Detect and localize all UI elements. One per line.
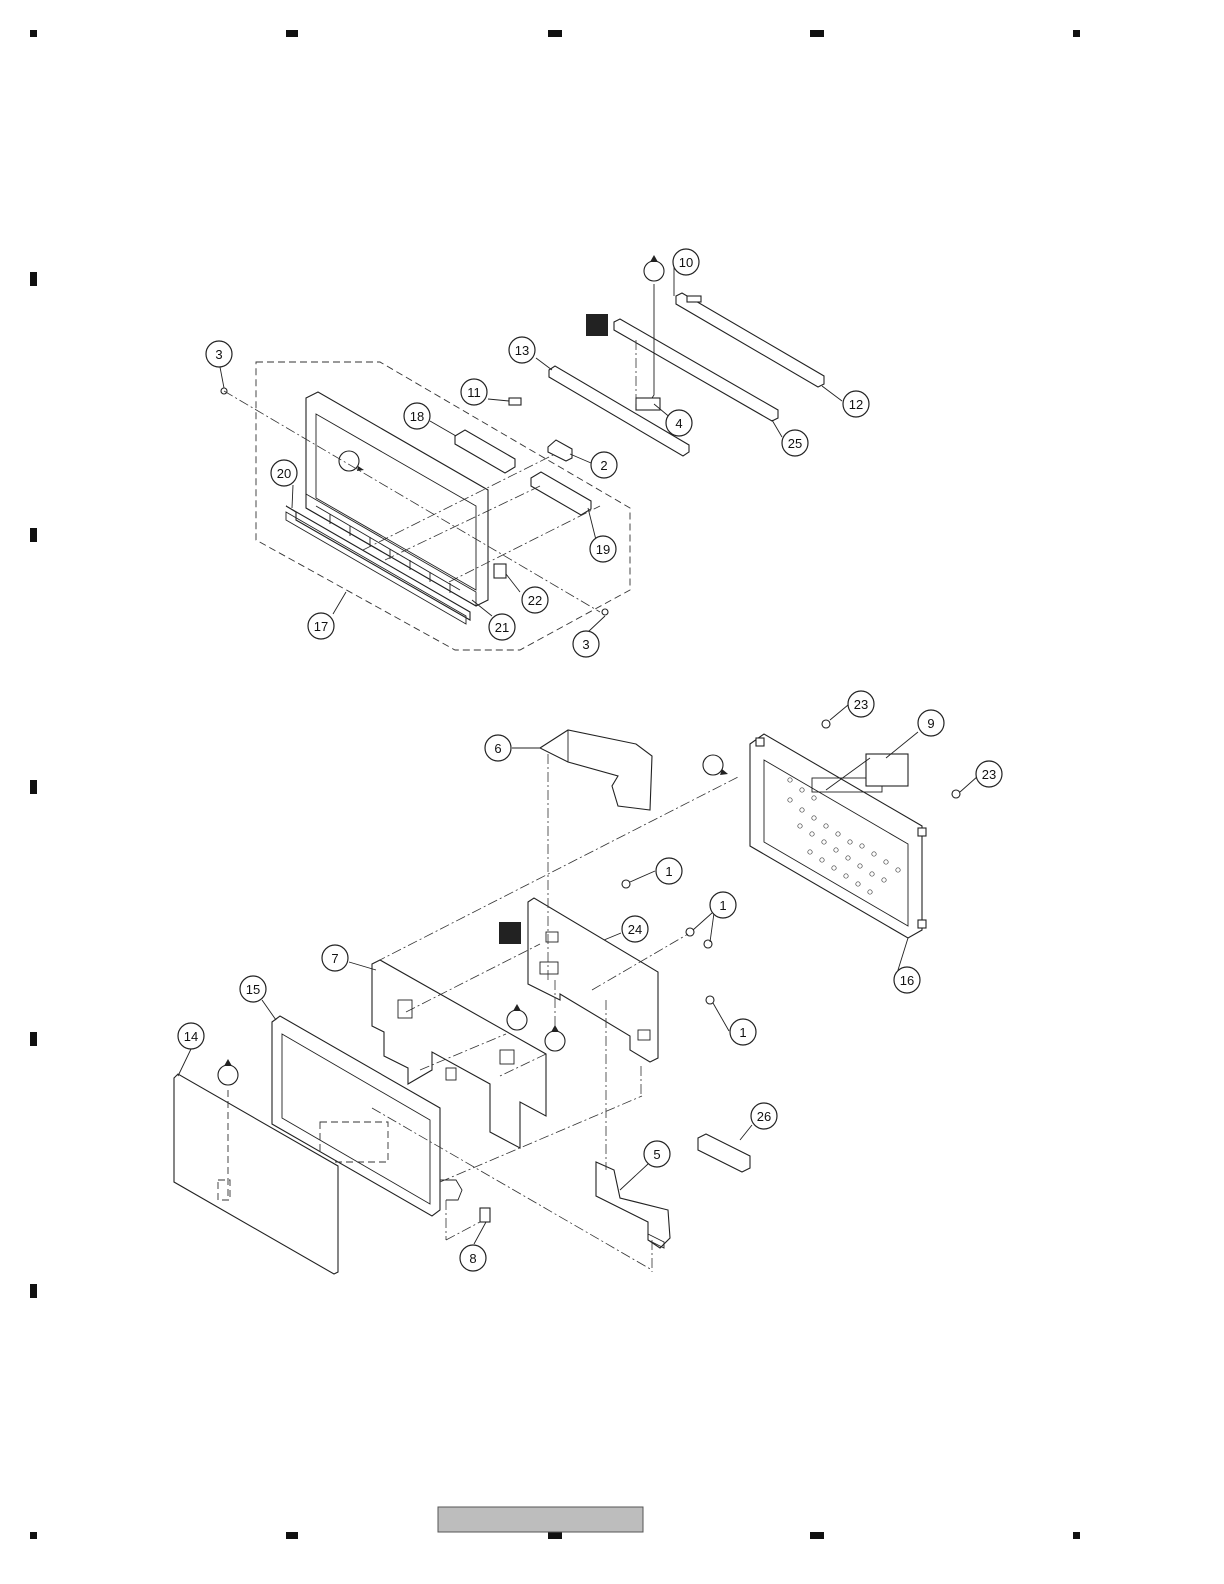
callout-3b: 3 [573, 631, 599, 657]
callout-label: 6 [494, 741, 501, 756]
flex-cable-5 [596, 1162, 670, 1248]
screw-23-top [822, 720, 830, 728]
keypad-right [531, 472, 591, 515]
cover-6 [540, 730, 652, 810]
black-marker-top [586, 314, 608, 336]
callout-label: 10 [679, 255, 693, 270]
callout-15: 15 [240, 976, 266, 1002]
callout-label: 17 [314, 619, 328, 634]
upper-assembly [221, 255, 824, 650]
black-marker-bottom [499, 922, 521, 944]
callout-1a: 1 [656, 858, 682, 884]
callout-1c: 1 [730, 1019, 756, 1045]
callout-label: 2 [600, 458, 607, 473]
screw-23-right [952, 790, 960, 798]
callout-7: 7 [322, 945, 348, 971]
callout-26: 26 [751, 1103, 777, 1129]
callout-label: 22 [528, 593, 542, 608]
callout-23a: 23 [848, 691, 874, 717]
callout-label: 15 [246, 982, 260, 997]
callout-label: 20 [277, 466, 291, 481]
screw-1-d [706, 996, 714, 1004]
callout-18: 18 [404, 403, 430, 429]
callout-label: 8 [469, 1251, 476, 1266]
screw-3-bottom [602, 609, 608, 615]
callout-label: 18 [410, 409, 424, 424]
callout-4: 4 [666, 410, 692, 436]
callout-label: 13 [515, 343, 529, 358]
part-2 [548, 440, 572, 461]
part-8 [480, 1208, 490, 1222]
callout-23b: 23 [976, 761, 1002, 787]
callout-2: 2 [591, 452, 617, 478]
callout-label: 11 [467, 385, 481, 400]
lower-assembly [174, 720, 960, 1274]
part-22 [494, 564, 506, 578]
callout-21: 21 [489, 614, 515, 640]
callout-8: 8 [460, 1245, 486, 1271]
callout-10: 10 [673, 249, 699, 275]
callout-label: 1 [719, 898, 726, 913]
callout-16: 16 [894, 967, 920, 993]
callout-label: 19 [596, 542, 610, 557]
keypad-left [455, 430, 515, 473]
callout-label: 25 [788, 436, 802, 451]
part-10 [687, 296, 701, 302]
callout-14: 14 [178, 1023, 204, 1049]
footer-bar [438, 1507, 643, 1532]
callout-label: 7 [331, 951, 338, 966]
sheet-9 [866, 754, 908, 786]
callout-5: 5 [644, 1141, 670, 1167]
callout-label: 4 [675, 416, 682, 431]
callout-13: 13 [509, 337, 535, 363]
callout-11: 11 [461, 379, 487, 405]
callout-24: 24 [622, 916, 648, 942]
callout-6: 6 [485, 735, 511, 761]
screw-1-a [622, 880, 630, 888]
callout-label: 23 [982, 767, 996, 782]
callout-12: 12 [843, 391, 869, 417]
callout-label: 23 [854, 697, 868, 712]
part-11 [509, 398, 521, 405]
callout-label: 14 [184, 1029, 198, 1044]
callout-3a: 3 [206, 341, 232, 367]
callout-20: 20 [271, 460, 297, 486]
callout-1b: 1 [710, 892, 736, 918]
registration-marks [30, 30, 1080, 1539]
callout-17: 17 [308, 613, 334, 639]
callout-label: 16 [900, 973, 914, 988]
callout-label: 12 [849, 397, 863, 412]
callout-label: 3 [582, 637, 589, 652]
callout-9: 9 [918, 710, 944, 736]
callout-label: 9 [927, 716, 934, 731]
callout-label: 26 [757, 1109, 771, 1124]
callout-25: 25 [782, 430, 808, 456]
callout-label: 3 [215, 347, 222, 362]
callout-label: 1 [739, 1025, 746, 1040]
callout-label: 21 [495, 620, 509, 635]
bar-13 [549, 366, 689, 456]
callout-label: 24 [628, 922, 642, 937]
screw-1-c [704, 940, 712, 948]
callout-label: 5 [653, 1147, 660, 1162]
callout-22: 22 [522, 587, 548, 613]
part-26 [698, 1134, 750, 1172]
callout-19: 19 [590, 536, 616, 562]
callout-label: 1 [665, 864, 672, 879]
